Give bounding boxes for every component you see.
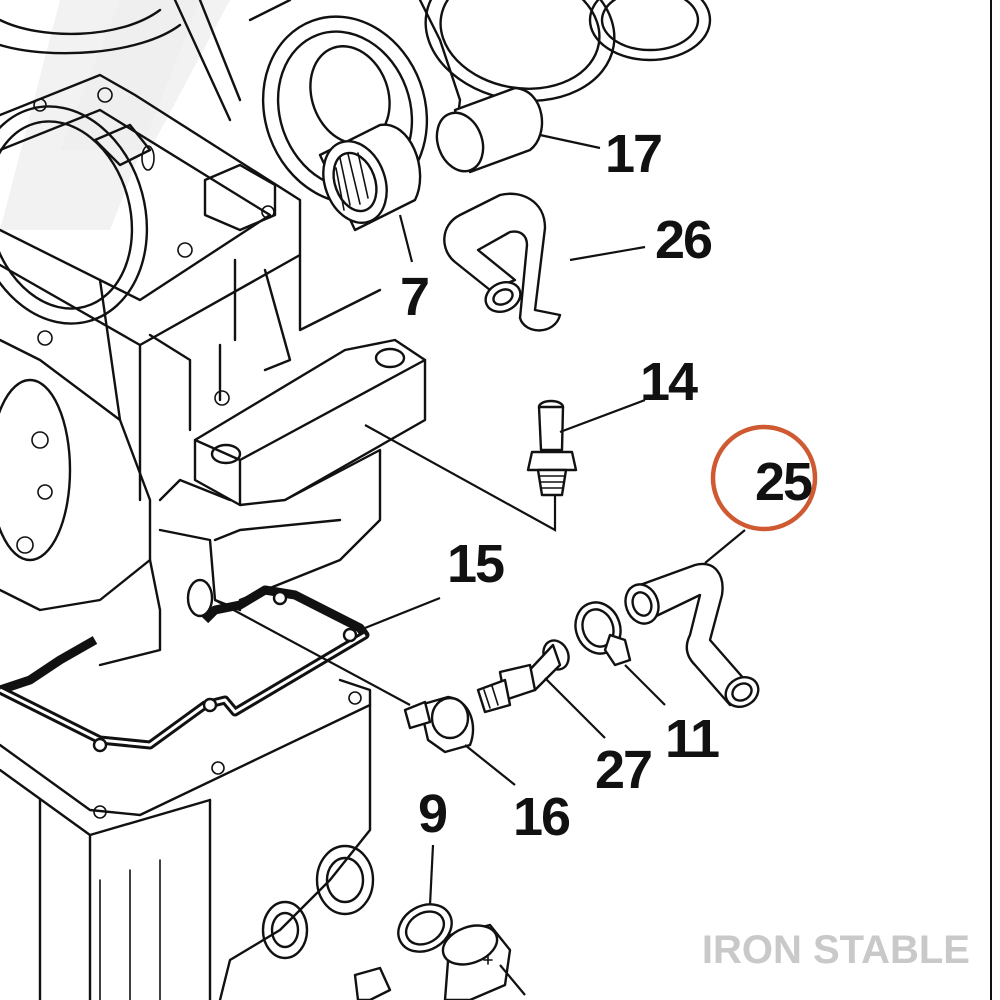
transmission-housing bbox=[0, 73, 427, 667]
elbow-fitting-part-16 bbox=[403, 695, 475, 754]
callout-26: 26 bbox=[655, 210, 712, 270]
callout-17: 17 bbox=[605, 124, 661, 184]
drain-plug bbox=[353, 923, 512, 1000]
callout-16: 16 bbox=[513, 787, 570, 847]
hose-part-26 bbox=[443, 192, 562, 332]
washer-part-9 bbox=[397, 903, 453, 953]
watermark-text: IRON STABLE bbox=[701, 928, 970, 972]
highlight-circle-25 bbox=[710, 424, 818, 532]
oil-pan-lower-case bbox=[0, 678, 375, 1000]
hose-part-25 bbox=[624, 562, 760, 709]
right-border-line bbox=[990, 0, 992, 1000]
background-watermark-strokes bbox=[0, 0, 230, 230]
clamp-part-11 bbox=[574, 601, 632, 667]
gasket-part-15 bbox=[0, 585, 370, 753]
callout-25: 25 bbox=[755, 452, 812, 512]
bushing-part-17 bbox=[435, 86, 544, 174]
callout-14: 14 bbox=[640, 352, 698, 412]
fitting-part-14 bbox=[526, 399, 578, 497]
needle-bearing-part-7 bbox=[318, 123, 422, 232]
callout-labels: 17 26 7 14 25 15 11 27 16 9 bbox=[400, 124, 814, 847]
callout-27: 27 bbox=[595, 740, 651, 800]
callout-7: 7 bbox=[400, 267, 428, 327]
callout-11: 11 bbox=[665, 709, 719, 769]
callout-15: 15 bbox=[447, 534, 504, 594]
callout-9: 9 bbox=[418, 784, 447, 844]
leader-lines bbox=[214, 133, 746, 996]
fitting-part-27 bbox=[476, 639, 570, 714]
